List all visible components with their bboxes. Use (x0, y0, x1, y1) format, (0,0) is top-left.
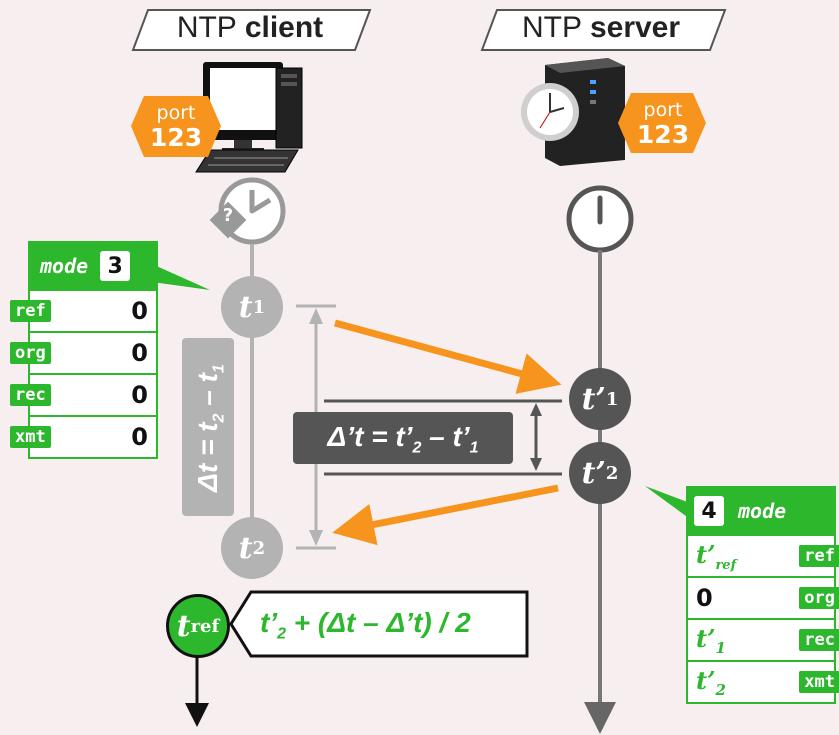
client-port: port 123 (149, 102, 203, 152)
server-icon (545, 58, 625, 166)
client-delta-bracket (296, 304, 336, 550)
server-mode-value: 4 (694, 496, 724, 526)
client-delta-formula: Δt = t2 – t1 (192, 364, 228, 492)
server-mode-header: 4 mode (688, 488, 834, 534)
server-packet-table: 4 mode t’ref ref 0 org t’1 rec t’2 xmt (686, 486, 839, 704)
client-mode-value: 3 (100, 251, 131, 281)
server-row-ref: t’ref ref (688, 534, 839, 576)
tp2-node: t’2 (569, 442, 631, 504)
server-row-rec: t’1 rec (688, 618, 839, 660)
client-row-org: org 0 (10, 331, 156, 373)
client-mode-header: mode 3 (30, 243, 156, 289)
tref-formula-frame (229, 590, 529, 658)
server-clock-icon (566, 185, 634, 253)
client-clock-icon (209, 177, 286, 245)
client-row-rec: rec 0 (10, 373, 156, 415)
client-row-xmt: xmt 0 (10, 415, 156, 457)
server-delta-formula: Δ’t = t’2 – t’1 (293, 412, 513, 464)
server-port-badge (618, 93, 706, 153)
request-arrow (334, 319, 562, 394)
analog-clock-icon (521, 83, 579, 141)
client-packet-table: mode 3 ref 0 org 0 rec 0 xmt 0 (10, 241, 158, 459)
server-port: port 123 (636, 99, 690, 149)
client-delta-box (182, 338, 234, 516)
server-row-org: 0 org (688, 576, 839, 618)
tref-formula: t’2 + (Δt – Δ’t) / 2 (260, 607, 471, 643)
server-delta-bracket (324, 399, 562, 476)
client-packet-pointer (152, 264, 210, 290)
client-title-plate (131, 9, 372, 51)
tp1-node: t’1 (569, 368, 631, 430)
client-row-ref: ref 0 (10, 289, 156, 331)
server-row-xmt: t’2 xmt (688, 660, 839, 702)
server-packet-pointer (645, 486, 690, 519)
response-arrow (332, 484, 559, 546)
client-port-badge (131, 96, 221, 157)
computer-icon (195, 62, 303, 173)
server-title-plate (480, 9, 727, 51)
question-mark: ? (222, 205, 234, 226)
